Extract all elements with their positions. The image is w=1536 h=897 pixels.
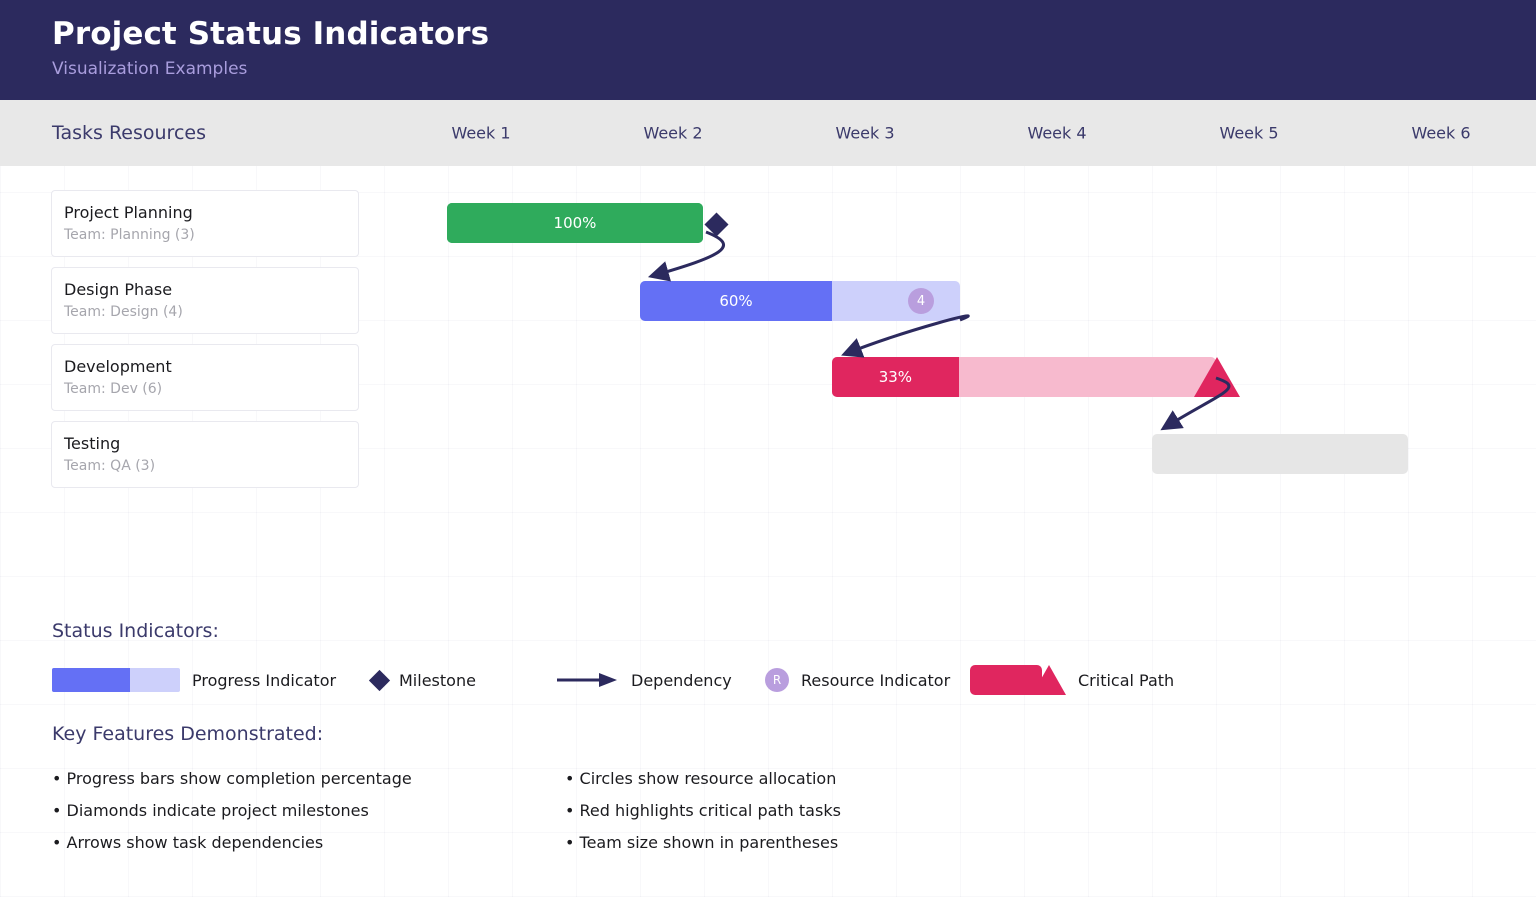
task-name: Project Planning (64, 203, 193, 222)
gantt-bar-progress-fill: 60% (640, 281, 832, 321)
timeline-header: Tasks Resources Week 1 Week 2 Week 3 Week 4… (0, 100, 1536, 166)
critical-path-triangle-icon (1194, 357, 1240, 397)
legend-label-progress: Progress Indicator (192, 670, 337, 690)
gantt-bar[interactable]: 60% (640, 281, 960, 321)
gantt-bar[interactable]: 33% (832, 357, 1216, 397)
legend-item-milestone: Milestone (368, 663, 476, 697)
feature-bullet: • Progress bars show completion percenta… (52, 769, 412, 788)
task-name: Testing (64, 434, 121, 453)
legend-item-resource: R Resource Indicator (765, 663, 950, 697)
resource-indicator-circle[interactable]: 4 (908, 288, 934, 314)
feature-bullet: • Team size shown in parentheses (565, 833, 839, 852)
page-subtitle: Visualization Examples (52, 59, 248, 79)
legend-label-critical: Critical Path (1078, 670, 1175, 690)
gantt-bar-progress-fill: 100% (447, 203, 703, 243)
task-name: Development (64, 357, 172, 376)
gantt-bar-progress-fill: 33% (832, 357, 959, 397)
feature-bullet: • Arrows show task dependencies (52, 833, 324, 852)
progress-percent-label: 100% (553, 214, 597, 232)
progress-percent-label: 33% (878, 368, 913, 386)
arrow-icon (557, 673, 617, 687)
gantt-bar[interactable] (1152, 434, 1408, 474)
features-title: Key Features Demonstrated: (52, 723, 324, 745)
critical-path-icon (970, 665, 1066, 695)
week-label-1: Week 1 (451, 123, 511, 143)
progress-percent-label: 60% (719, 292, 753, 310)
week-label-5: Week 5 (1219, 123, 1279, 143)
legend-label-dependency: Dependency (631, 670, 732, 690)
week-label-4: Week 4 (1027, 123, 1087, 143)
legend-item-dependency: Dependency (557, 663, 732, 697)
legend-item-critical: Critical Path (970, 663, 1174, 697)
features-right-column: • Circles show resource allocation • Red … (565, 763, 841, 859)
tasks-column-header: Tasks Resources (52, 122, 206, 144)
gantt-bar[interactable]: 100% (447, 203, 703, 243)
task-team: Team: QA (3) (64, 458, 156, 474)
diamond-icon (368, 669, 391, 691)
week-label-6: Week 6 (1411, 123, 1471, 143)
milestone-diamond-icon[interactable] (704, 212, 729, 237)
feature-bullet: • Diamonds indicate project milestones (52, 801, 369, 820)
features-left-column: • Progress bars show completion percenta… (52, 763, 412, 859)
legend-label-milestone: Milestone (399, 670, 476, 690)
task-team: Team: Dev (6) (64, 381, 163, 397)
page-title: Project Status Indicators (52, 16, 490, 52)
task-team: Team: Planning (3) (64, 227, 195, 243)
feature-bullet: • Circles show resource allocation (565, 769, 837, 788)
dependency-arrow-2 (841, 314, 970, 358)
feature-bullet: • Red highlights critical path tasks (565, 801, 841, 820)
legend-item-progress: Progress Indicator (52, 663, 336, 697)
page-header: Project Status Indicators Visualization … (0, 0, 1536, 100)
week-label-2: Week 2 (643, 123, 703, 143)
task-team: Team: Design (4) (64, 304, 183, 320)
task-name: Design Phase (64, 280, 173, 299)
legend-label-resource: Resource Indicator (801, 670, 951, 690)
resource-circle-icon: R (765, 668, 789, 692)
week-label-3: Week 3 (835, 123, 895, 143)
legend-title: Status Indicators: (52, 620, 219, 642)
progress-bar-icon (52, 668, 180, 692)
